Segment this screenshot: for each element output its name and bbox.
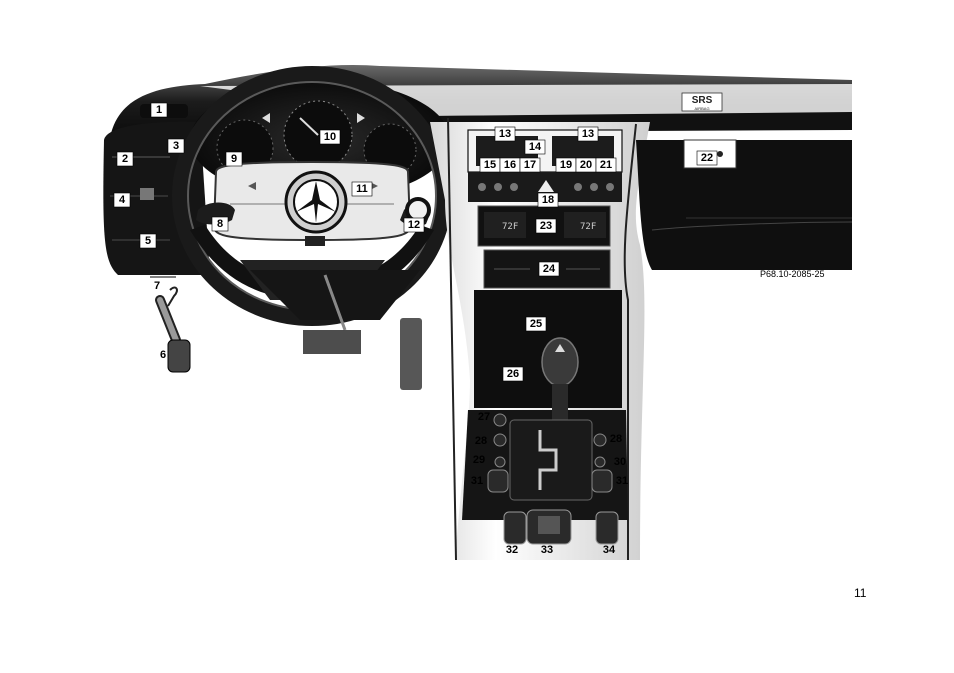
svg-text:26: 26 xyxy=(507,368,519,380)
callout-7: 7 xyxy=(150,279,164,293)
callout-14: 14 xyxy=(525,140,545,154)
svg-text:28: 28 xyxy=(610,433,622,445)
svg-text:2: 2 xyxy=(122,153,128,165)
svg-text:27: 27 xyxy=(478,411,490,423)
callout-9: 9 xyxy=(226,152,242,166)
svg-text:7: 7 xyxy=(154,280,160,292)
srs-airbag-badge: SRS AIRBAG xyxy=(682,93,722,111)
svg-text:16: 16 xyxy=(504,159,516,171)
callout-21: 21 xyxy=(596,158,616,172)
callout-16: 16 xyxy=(500,158,520,172)
callout-20: 20 xyxy=(576,158,596,172)
svg-text:19: 19 xyxy=(560,159,572,171)
svg-text:11: 11 xyxy=(356,183,368,195)
left-temperature-display: 72F xyxy=(502,222,518,232)
callout-3: 3 xyxy=(168,139,184,153)
ignition-switch xyxy=(407,199,429,221)
gear-selector-gate xyxy=(510,420,592,500)
callout-24: 24 xyxy=(539,262,559,276)
svg-text:12: 12 xyxy=(408,219,420,231)
callout-5: 5 xyxy=(140,234,156,248)
callout-1: 1 xyxy=(151,103,167,117)
svg-text:SRS: SRS xyxy=(692,95,713,106)
svg-text:22: 22 xyxy=(701,152,713,164)
accelerator-pedal xyxy=(400,318,422,390)
left-window-switch xyxy=(504,512,526,544)
callout-4: 4 xyxy=(114,193,130,207)
brake-pedal xyxy=(303,330,361,354)
callout-23: 23 xyxy=(536,219,556,233)
svg-text:21: 21 xyxy=(600,159,612,171)
figure-reference-code: P68.10-2085-25 xyxy=(760,269,825,279)
svg-text:5: 5 xyxy=(145,235,151,247)
svg-text:33: 33 xyxy=(541,544,553,556)
callout-12: 12 xyxy=(404,218,424,232)
svg-text:30: 30 xyxy=(614,456,626,468)
svg-text:17: 17 xyxy=(524,159,536,171)
right-window-switch xyxy=(596,512,618,544)
svg-text:9: 9 xyxy=(231,153,237,165)
svg-text:13: 13 xyxy=(499,128,511,140)
svg-text:18: 18 xyxy=(542,194,554,206)
svg-text:34: 34 xyxy=(603,544,616,556)
callout-18: 18 xyxy=(538,193,558,207)
svg-text:29: 29 xyxy=(473,454,485,466)
svg-text:15: 15 xyxy=(484,159,496,171)
svg-text:8: 8 xyxy=(217,218,223,230)
svg-text:13: 13 xyxy=(582,128,594,140)
headlamp-switch xyxy=(140,188,154,200)
callout-25: 25 xyxy=(526,317,546,331)
svg-text:32: 32 xyxy=(506,544,518,556)
svg-text:31: 31 xyxy=(471,475,483,487)
svg-text:25: 25 xyxy=(530,318,542,330)
svg-text:24: 24 xyxy=(543,263,556,275)
callout-17: 17 xyxy=(520,158,540,172)
svg-text:14: 14 xyxy=(529,141,542,153)
svg-text:31: 31 xyxy=(616,475,628,487)
glove-box-area xyxy=(636,140,852,270)
callout-13-right: 13 xyxy=(578,127,598,141)
svg-text:4: 4 xyxy=(119,194,126,206)
svg-text:AIRBAG: AIRBAG xyxy=(694,106,709,111)
callout-15: 15 xyxy=(480,158,500,172)
callout-19: 19 xyxy=(556,158,576,172)
right-temperature-display: 72F xyxy=(580,222,596,232)
callout-2: 2 xyxy=(117,152,133,166)
callout-22: 22 xyxy=(697,151,717,165)
svg-text:23: 23 xyxy=(540,220,552,232)
callout-11: 11 xyxy=(352,182,372,196)
svg-text:20: 20 xyxy=(580,159,592,171)
callout-26: 26 xyxy=(503,367,523,381)
callout-8: 8 xyxy=(212,217,228,231)
parking-brake-pedal xyxy=(168,340,190,372)
parking-brake-release-handle xyxy=(168,288,177,306)
page-number: 11 xyxy=(854,586,866,600)
svg-text:6: 6 xyxy=(160,349,166,361)
svg-text:28: 28 xyxy=(475,435,487,447)
callout-13-left: 13 xyxy=(495,127,515,141)
svg-text:1: 1 xyxy=(156,104,162,116)
callout-10: 10 xyxy=(320,130,340,144)
svg-text:3: 3 xyxy=(173,140,179,152)
svg-text:10: 10 xyxy=(324,131,336,143)
